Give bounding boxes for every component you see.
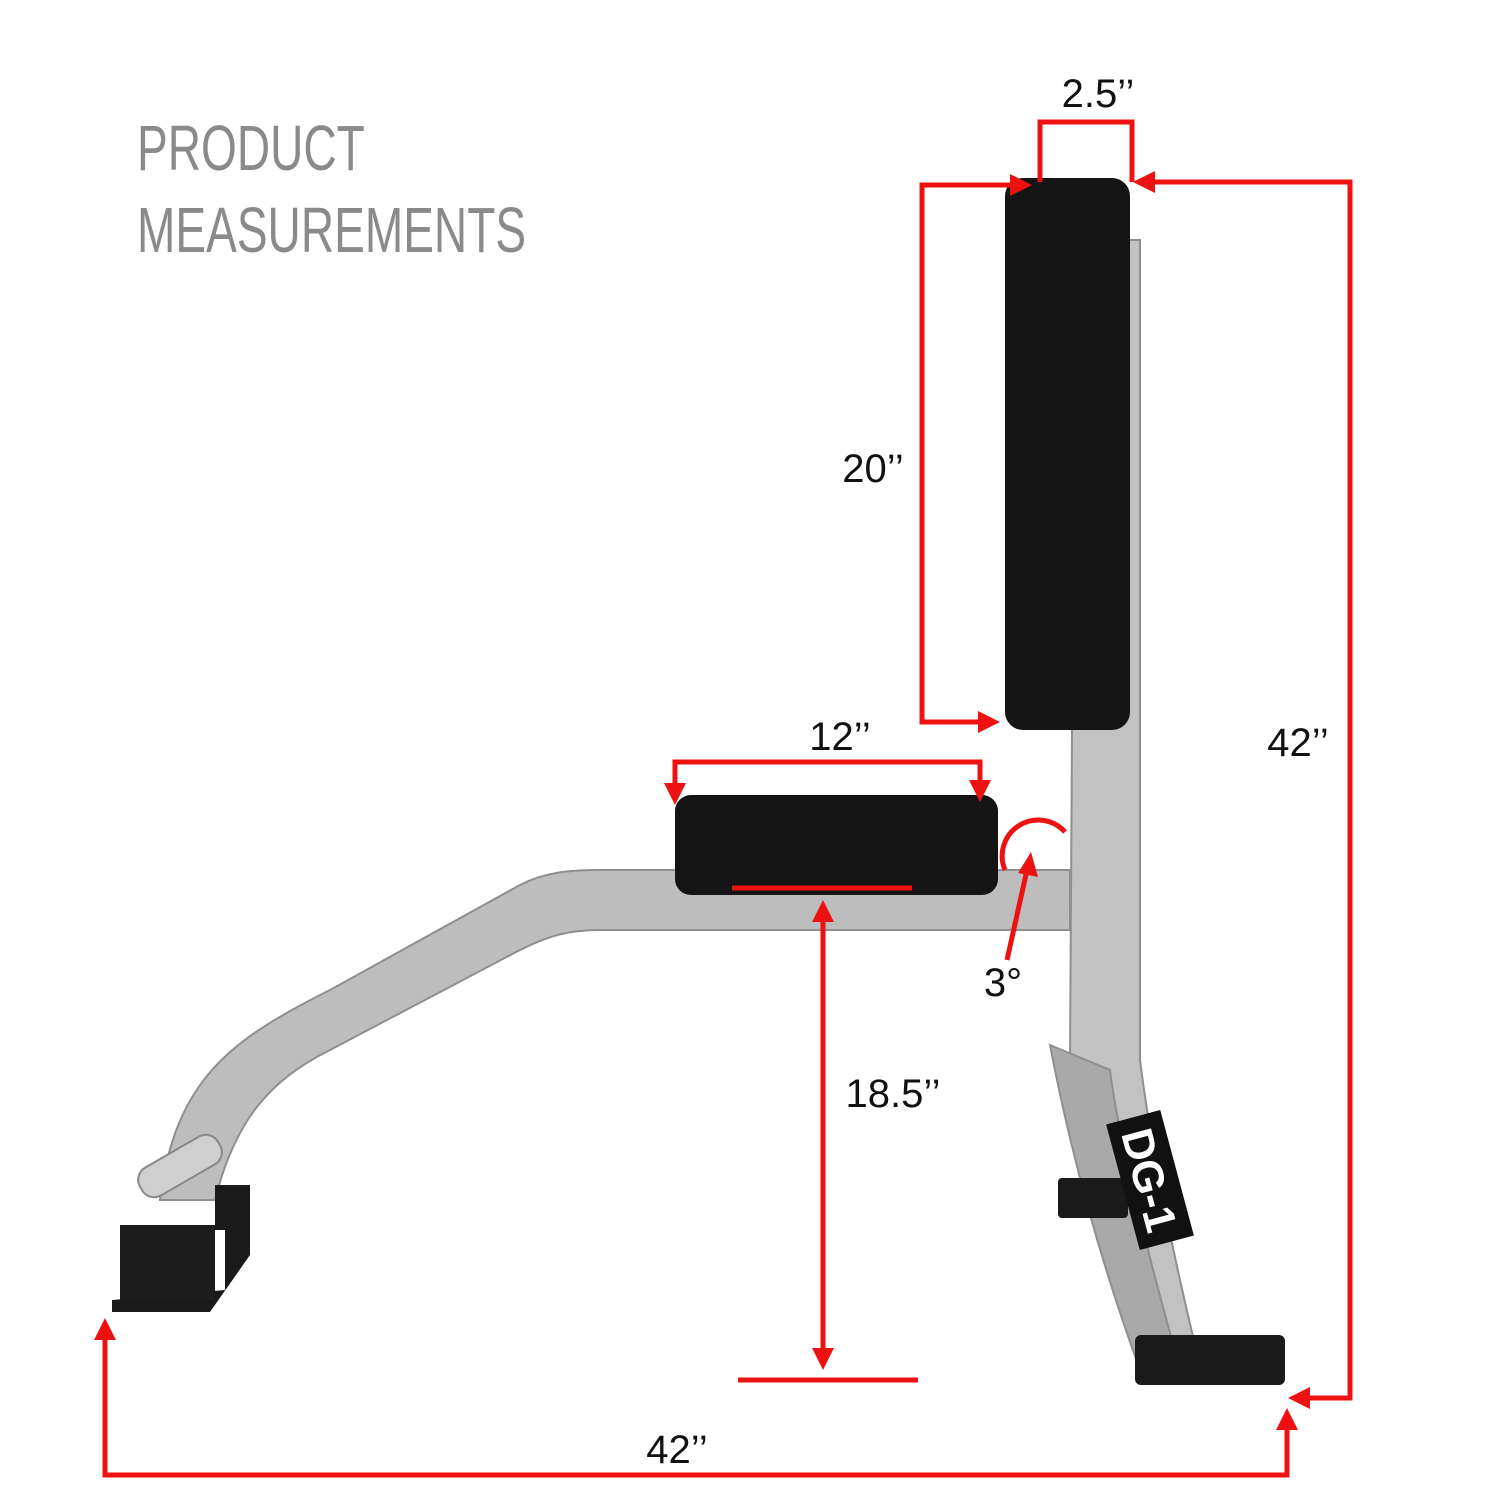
- handle-bar: [137, 1133, 223, 1199]
- label-backrest-thickness: 2.5’’: [1062, 72, 1135, 116]
- label-seat-angle: 3°: [984, 961, 1022, 1005]
- dim-backrest-thickness: 2.5’’: [1037, 72, 1135, 182]
- title-line-2: MEASUREMENTS: [137, 195, 526, 266]
- dim-backrest-height: 20’’: [842, 174, 1032, 733]
- label-backrest-height: 20’’: [842, 447, 904, 491]
- label-seat-height: 18.5’’: [846, 1072, 941, 1116]
- dim-seat-length: 12’’: [664, 715, 991, 805]
- dim-total-height: 42’’: [1133, 171, 1353, 1409]
- title-line-1: PRODUCT: [137, 113, 365, 184]
- front-foot-block: [120, 1225, 215, 1300]
- dim-seat-height: 18.5’’: [732, 885, 941, 1383]
- label-seat-length: 12’’: [809, 715, 871, 759]
- front-leg-frame: [158, 869, 1071, 1201]
- front-foot: [112, 1185, 250, 1312]
- dim-total-length: 42’’: [94, 1318, 1298, 1478]
- rear-foot-pad: [1135, 1335, 1285, 1385]
- label-total-length: 42’’: [646, 1428, 708, 1472]
- rear-foot-pad-back: [1058, 1178, 1128, 1218]
- title: PRODUCT MEASUREMENTS: [137, 113, 526, 266]
- label-total-height: 42’’: [1267, 721, 1329, 765]
- backrest-pad: [1005, 178, 1130, 730]
- dim-seat-angle: 3°: [984, 817, 1067, 1005]
- seat-pad: [675, 795, 998, 895]
